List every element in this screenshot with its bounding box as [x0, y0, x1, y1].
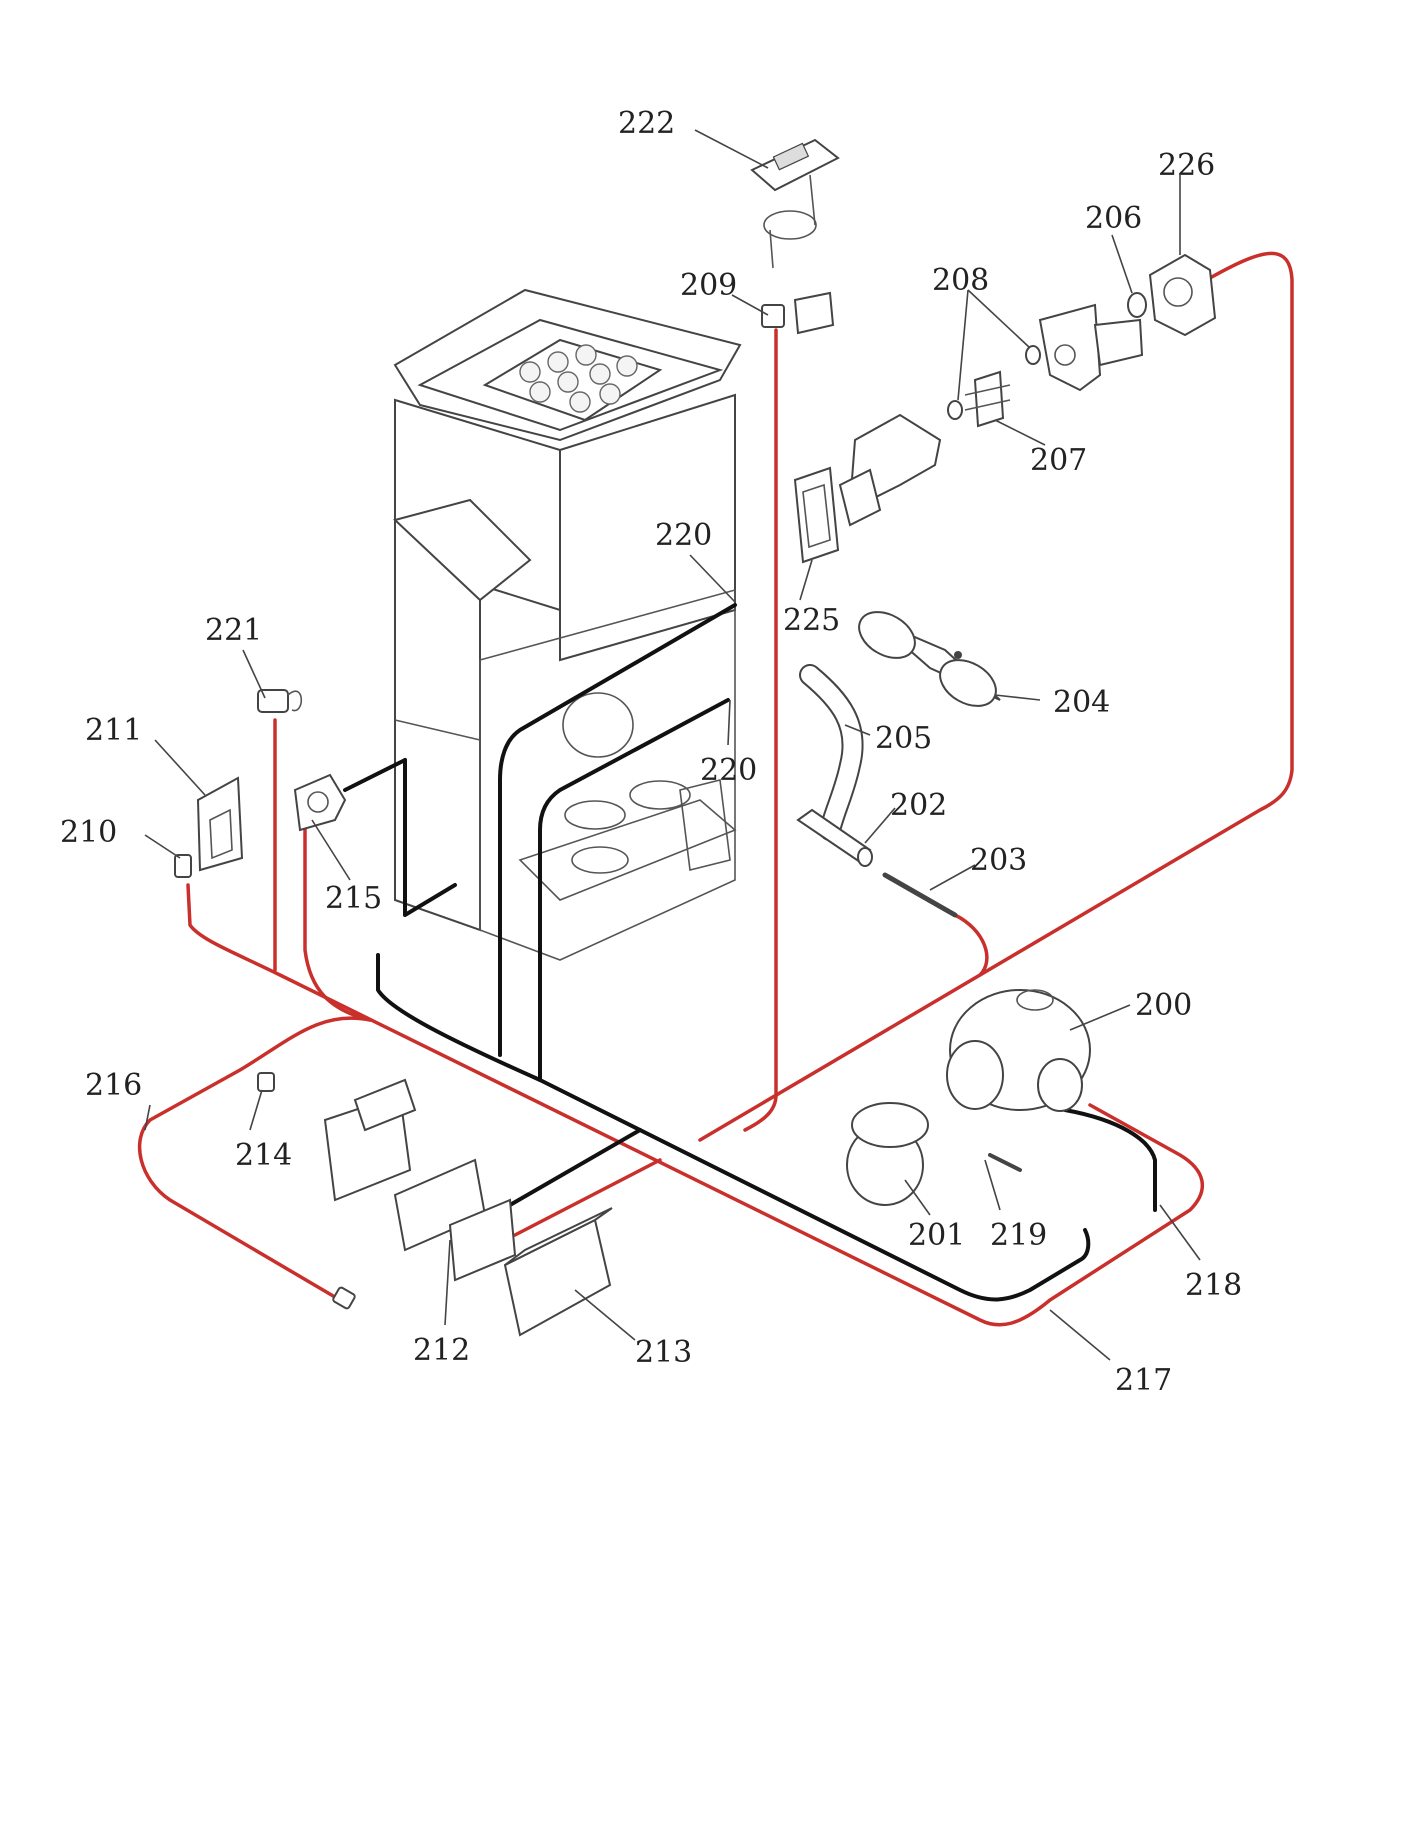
wire-215-stub — [343, 758, 407, 792]
label-215: 215 — [325, 881, 382, 916]
wire-215 — [303, 818, 372, 1022]
part-214-clip — [257, 1072, 275, 1092]
label-216: 216 — [85, 1068, 142, 1103]
ash-tray — [518, 799, 737, 901]
part-203-igniter — [882, 872, 958, 918]
part-206-bushing — [1127, 292, 1147, 318]
label-217: 217 — [1115, 1363, 1172, 1398]
wire-220-lower — [538, 698, 730, 1082]
grate-holes — [519, 344, 638, 413]
label-226: 226 — [1158, 148, 1215, 183]
wire-215-black — [403, 758, 457, 917]
display-cable-loop — [763, 210, 817, 240]
wire-harness-main — [376, 953, 1091, 1302]
label-221: 221 — [205, 613, 262, 648]
part-215-pressure-switch — [293, 773, 347, 832]
leader-lines — [144, 129, 1201, 1361]
tray-hole-3 — [571, 846, 629, 874]
label-208: 208 — [932, 263, 989, 298]
control-bracket — [323, 1078, 417, 1202]
part-212-board — [393, 1158, 517, 1282]
part-213-cover — [503, 1207, 613, 1337]
wire-203 — [953, 913, 989, 977]
label-209: 209 — [680, 268, 737, 303]
wire-220-upper — [498, 603, 737, 1057]
label-219: 219 — [990, 1218, 1047, 1253]
part-209-switch — [761, 291, 835, 335]
label-220-upper: 220 — [655, 518, 712, 553]
feed-tube-flange — [838, 468, 882, 527]
part-201-elbow — [846, 1102, 929, 1206]
label-222: 222 — [618, 106, 675, 141]
wire-218 — [1063, 1108, 1157, 1212]
auger-body — [973, 370, 1005, 428]
blower-inlet — [946, 1040, 1004, 1110]
label-201: 201 — [908, 1218, 965, 1253]
wire-216 — [137, 1016, 372, 1302]
label-207: 207 — [1030, 443, 1087, 478]
part-211-bracket — [196, 776, 244, 872]
label-210: 210 — [60, 815, 117, 850]
burner-port — [562, 692, 634, 758]
part-labels: 222 209 226 206 208 207 225 220 220 204 … — [60, 106, 1242, 1398]
part-207-auger — [964, 370, 1011, 428]
bracket-box — [1093, 318, 1144, 367]
part-226-gear-motor — [1148, 253, 1217, 337]
panel-seam — [394, 719, 481, 741]
housing-front-panel — [394, 398, 561, 932]
feed-chute — [393, 498, 532, 602]
motor-body — [1148, 253, 1217, 337]
blower-motor — [1037, 1058, 1083, 1112]
label-225: 225 — [783, 603, 840, 638]
part-221-thermostat — [257, 689, 303, 713]
part-208-bearings — [947, 345, 1041, 420]
label-211: 211 — [85, 713, 142, 748]
wire-209 — [743, 328, 778, 1132]
auger-bracket — [1038, 303, 1144, 392]
label-220-lower: 220 — [700, 753, 757, 788]
board-pcb — [448, 1198, 517, 1282]
part-204-tube — [858, 611, 1001, 707]
label-202: 202 — [890, 788, 947, 823]
part-200-blower — [946, 989, 1091, 1112]
bracket-plate — [1038, 303, 1102, 392]
part-222-display — [750, 138, 840, 269]
gasket-plate — [793, 466, 840, 564]
label-204: 204 — [1053, 685, 1110, 720]
feed-tube — [838, 413, 942, 527]
label-206: 206 — [1085, 201, 1142, 236]
part-225-gasket — [793, 466, 840, 564]
switch-215-body — [293, 773, 347, 832]
power-plug — [332, 1286, 356, 1310]
cover-top — [504, 1207, 613, 1266]
part-219-sensor — [988, 1153, 1022, 1172]
label-213: 213 — [635, 1335, 692, 1370]
red-wires — [137, 251, 1294, 1327]
black-wires — [343, 603, 1157, 1302]
part-202-holder — [796, 808, 873, 867]
boiler-housing — [393, 288, 742, 961]
label-214: 214 — [235, 1138, 292, 1173]
wire-213 — [513, 1158, 662, 1237]
wire-217 — [186, 883, 1205, 1327]
wire-226 — [698, 251, 1294, 1142]
control-top — [353, 1078, 417, 1132]
bracket-211 — [196, 776, 244, 872]
switch-body — [793, 291, 835, 335]
lower-frame — [479, 588, 736, 961]
label-212: 212 — [413, 1333, 470, 1368]
label-218: 218 — [1185, 1268, 1242, 1303]
part-210-switch — [174, 854, 192, 878]
elbow-rim — [851, 1102, 929, 1148]
tray-hole-2 — [629, 780, 691, 810]
label-200: 200 — [1135, 988, 1192, 1023]
tray-hole-1 — [564, 800, 626, 830]
label-203: 203 — [970, 843, 1027, 878]
side-bracket — [679, 779, 731, 871]
label-205: 205 — [875, 721, 932, 756]
part-205-hose — [799, 664, 864, 841]
wire-212 — [508, 1128, 642, 1207]
